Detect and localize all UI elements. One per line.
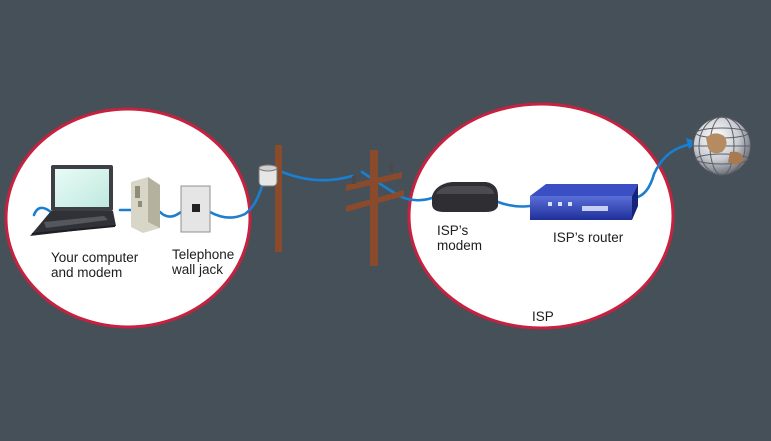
utility-pole-icon-2 (346, 150, 404, 266)
home-circle (4, 107, 252, 329)
laptop-icon (30, 165, 116, 236)
cable-arrowhead (686, 138, 698, 149)
label-isp-router: ISP’s router (553, 230, 624, 245)
globe-icon (692, 116, 752, 176)
modem-icon (131, 177, 160, 233)
utility-pole-icon (258, 145, 282, 252)
label-wall-jack: Telephone wall jack (172, 247, 235, 277)
label-isp: ISP (532, 309, 554, 324)
label-isp-modem: ISP’s modem (437, 223, 483, 253)
label-computer-modem: Your computer and modem (51, 250, 139, 280)
isp-modem-icon (432, 182, 498, 212)
router-icon (530, 184, 638, 220)
wall-jack-icon (180, 185, 211, 233)
